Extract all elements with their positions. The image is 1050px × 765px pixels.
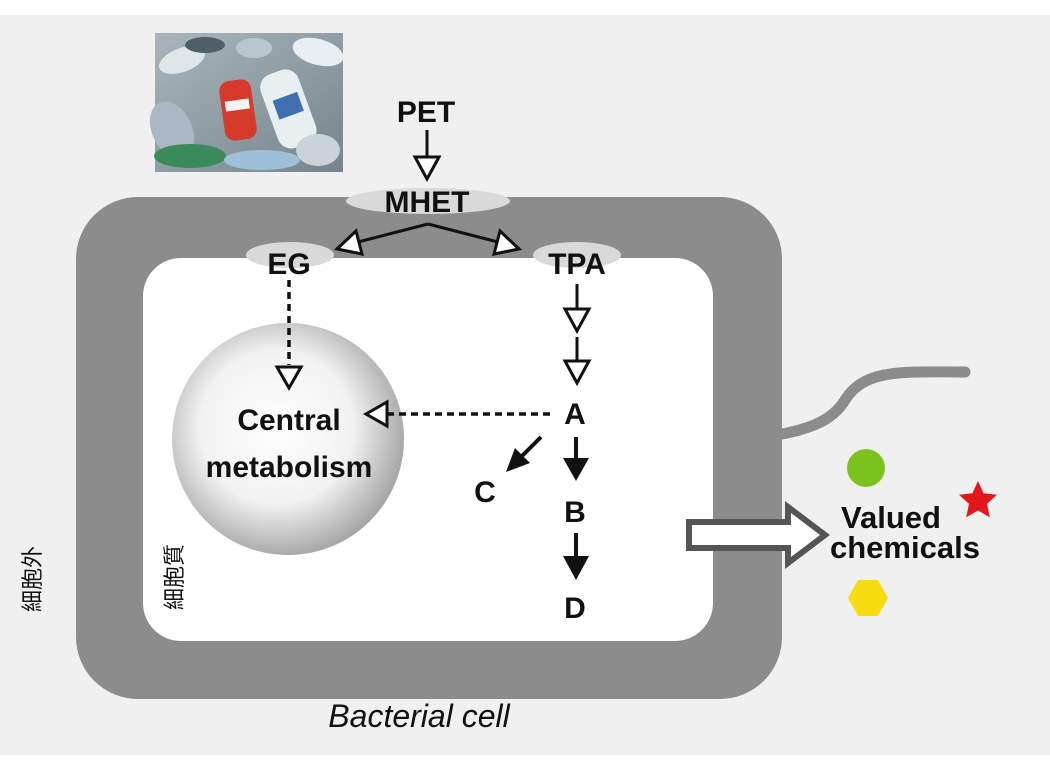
mhet-to-tpa-arrow (427, 222, 523, 256)
pet-label: PET (397, 96, 455, 129)
eg-transporter (246, 242, 334, 268)
yellow-hexagon-icon (848, 580, 888, 616)
bacterial-cell-caption: Bacterial cell (328, 698, 510, 734)
metabolite-a-label: A (564, 398, 586, 431)
a-to-c-arrow (506, 435, 543, 472)
mhet-label: MHET (385, 186, 470, 219)
tpa-step2-arrow (562, 337, 592, 387)
tpa-label: TPA (548, 248, 606, 281)
extracellular-label: 細胞外 (21, 546, 46, 612)
tpa-step1-arrow (562, 284, 592, 335)
flagellum (772, 366, 971, 441)
central-metabolism-label-line1: Central (237, 404, 340, 437)
red-star-icon (959, 481, 997, 518)
central-metabolism-label-line2: metabolism (206, 451, 373, 484)
tpa-transporter (533, 242, 621, 268)
a-to-central-arrow (362, 399, 550, 429)
valued-chemicals-label-line2: chemicals (830, 530, 980, 565)
eg-to-central-arrow (274, 280, 304, 392)
green-circle-icon (847, 449, 885, 487)
eg-label: EG (267, 248, 310, 281)
export-arrow (686, 500, 830, 570)
metabolite-b-label: B (564, 496, 586, 529)
mhet-to-eg-arrow (333, 222, 429, 256)
mhet-transporter (346, 188, 510, 214)
cytoplasm-label: 細胞質 (163, 544, 188, 610)
central-metabolism-sphere (172, 323, 404, 555)
metabolite-d-label: D (564, 592, 586, 625)
metabolite-c-label: C (474, 476, 496, 509)
b-to-d-arrow (563, 533, 589, 580)
a-to-b-arrow (563, 437, 589, 481)
plastic-bottles-photo (149, 33, 344, 172)
valued-chemicals-label-line1: Valued (841, 500, 941, 535)
pet-to-mhet-arrow (412, 130, 442, 183)
